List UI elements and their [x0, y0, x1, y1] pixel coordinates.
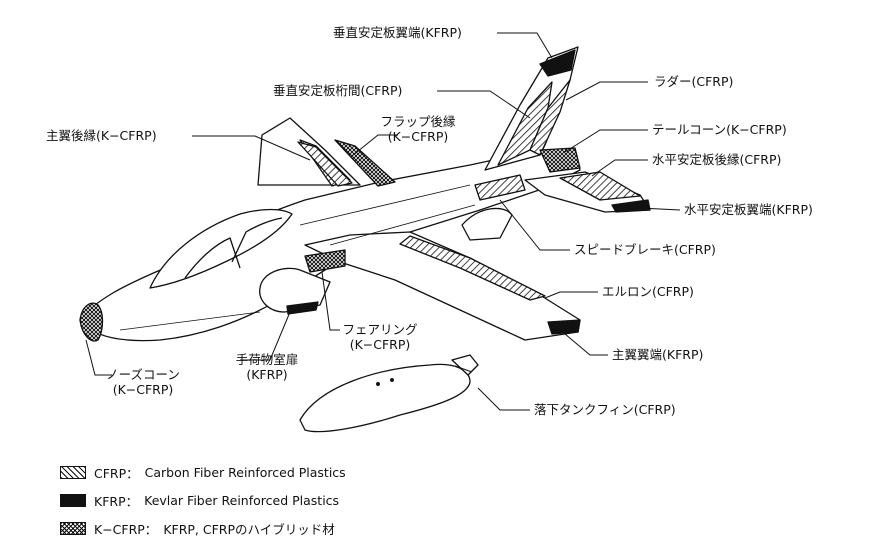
label-flap-trailing: フラップ後縁 (K−CFRP) — [370, 114, 466, 144]
aileron-hatch — [399, 235, 546, 301]
vstab-tip-kevlar — [539, 49, 576, 77]
leader-nose-cone — [85, 339, 112, 376]
leader-hstab-trailing — [591, 159, 648, 177]
label-wing-tip: 主翼翼端(KFRP) — [612, 347, 704, 362]
leader-hstab-tip — [639, 207, 681, 211]
label-tail-cone: テールコーン(K−CFRP) — [652, 122, 787, 137]
leader-flap — [351, 134, 398, 157]
leader-wing-trailing — [192, 135, 311, 161]
hstab-tip-kevlar — [611, 199, 651, 213]
label-baggage-line1: 手荷物室扉 — [235, 352, 299, 367]
speed-brake — [474, 174, 526, 201]
leader-rudder — [565, 81, 648, 101]
label-fairing: フェアリング (K−CFRP) — [330, 322, 430, 352]
wing-trailing-hatch — [297, 141, 353, 187]
canopy — [149, 208, 293, 289]
label-aileron: エルロン(CFRP) — [602, 284, 694, 299]
solid-swatch-icon — [60, 493, 86, 507]
legend-desc: Carbon Fiber Reinforced Plastics — [144, 464, 346, 480]
vstab-spar-hatch — [497, 81, 553, 166]
drop-tank — [299, 363, 471, 433]
leader-tail-cone — [564, 129, 648, 153]
legend-term: CFRP： — [94, 465, 139, 481]
label-flap-line1: フラップ後縁 — [380, 114, 456, 129]
legend-desc: KFRP, CFRPのハイブリッド材 — [163, 521, 335, 537]
baggage-door-kevlar — [286, 301, 319, 315]
label-baggage-door: 手荷物室扉 (KFRP) — [232, 352, 302, 382]
rudder-hatch — [529, 79, 571, 156]
leader-speed-brake — [499, 199, 570, 251]
legend-term: KFRP： — [94, 493, 139, 509]
label-drop-tank-fin: 落下タンクフィン(CFRP) — [534, 402, 676, 417]
nose-cone — [79, 302, 104, 342]
leader-fairing — [321, 271, 340, 331]
legend-kcfrp: K−CFRP： KFRP, CFRPのハイブリッド材 — [60, 518, 480, 538]
hstab-trailing-hatch — [559, 171, 641, 201]
label-flap-line2: (K−CFRP) — [387, 129, 449, 144]
crosshatch-swatch-icon — [60, 521, 86, 535]
label-hstab-tip: 水平安定板翼端(KFRP) — [684, 202, 813, 217]
label-wing-trailing: 主翼後縁(K−CFRP) — [46, 128, 157, 143]
legend-cfrp: CFRP： Carbon Fiber Reinforced Plastics — [60, 462, 480, 482]
label-hstab-trailing: 水平安定板後縁(CFRP) — [652, 152, 782, 167]
fairing — [304, 249, 346, 273]
drop-tank-fin — [451, 354, 479, 376]
legend-term: K−CFRP： — [94, 521, 158, 537]
hatch-swatch-icon — [60, 465, 86, 479]
leader-vstab-tip — [497, 32, 553, 59]
label-rudder: ラダー(CFRP) — [654, 74, 734, 89]
label-nose-line1: ノーズコーン — [106, 367, 180, 382]
label-fairing-line1: フェアリング — [342, 322, 418, 337]
leader-wing-tip — [564, 333, 608, 356]
label-vstab-spar: 垂直安定板桁間(CFRP) — [273, 83, 403, 98]
engine-pod — [461, 207, 513, 241]
label-speed-brake: スピードブレーキ(CFRP) — [574, 242, 716, 257]
legend-desc: Kevlar Fiber Reinforced Plastics — [144, 492, 340, 508]
label-nose-cone: ノーズコーン (K−CFRP) — [98, 367, 188, 397]
leader-vstab-spar — [437, 90, 531, 119]
label-fairing-line2: (K−CFRP) — [349, 337, 411, 352]
legend-kfrp: KFRP： Kevlar Fiber Reinforced Plastics — [60, 490, 480, 510]
leader-drop-tank-fin — [477, 387, 530, 411]
label-nose-line2: (K−CFRP) — [112, 382, 174, 397]
label-baggage-line2: (KFRP) — [246, 367, 288, 382]
label-vstab-tip: 垂直安定板翼端(KFRP) — [333, 25, 462, 40]
leader-aileron — [544, 291, 598, 299]
flap-trailing-hatch — [334, 139, 396, 187]
wing-tip-kevlar — [547, 319, 581, 335]
tail-cone — [539, 147, 581, 173]
leader-baggage — [240, 311, 291, 361]
